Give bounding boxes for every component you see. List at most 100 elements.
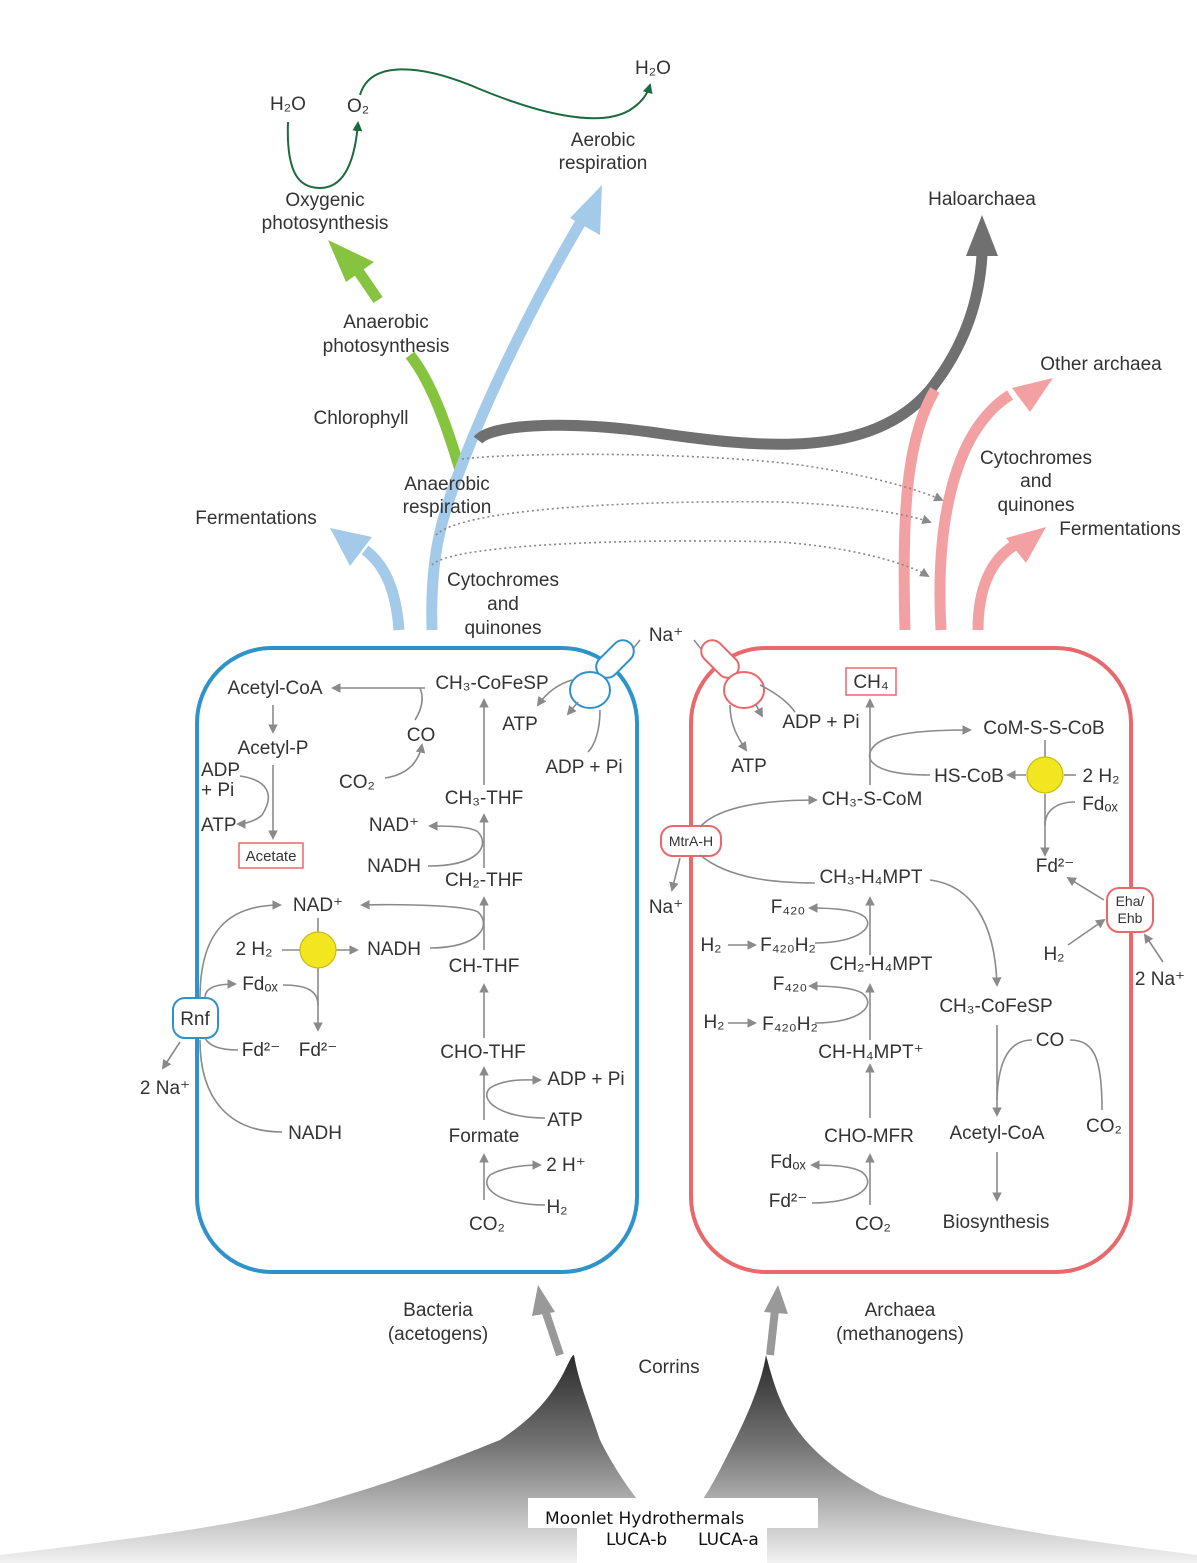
aerobic-label-1: Aerobic bbox=[571, 130, 635, 151]
haloarchaea-label: Haloarchaea bbox=[928, 189, 1036, 210]
com-s-s-cob-label: CoM-S-S-CoB bbox=[983, 718, 1104, 739]
atp-bottom-label: ATP bbox=[547, 1110, 583, 1131]
oxygenic-label-1: Oxygenic bbox=[285, 190, 364, 211]
bacteria-hydrogenase-icon bbox=[299, 931, 337, 969]
f420h2-2-label: F₄₂₀H₂ bbox=[762, 1014, 818, 1035]
moonlet-label-bg bbox=[528, 1498, 818, 1528]
archaea-two-h2-label: 2 H₂ bbox=[1083, 766, 1120, 787]
archaea-tree-trunk bbox=[700, 1355, 1197, 1563]
aerobic-arrowhead bbox=[570, 185, 602, 235]
oxygen-cycle: H₂O O₂ H₂O Oxygenic photosynthesis Aerob… bbox=[262, 58, 671, 234]
h2o-right-label: H₂O bbox=[635, 58, 671, 79]
archaea-adp-pi-label: ADP + Pi bbox=[782, 712, 859, 733]
oxygenic-label-2: photosynthesis bbox=[262, 213, 389, 234]
archaea-fd-ox-top-label: Fdₒₓ bbox=[1082, 794, 1118, 815]
ch3-thf-label: CH₃-THF bbox=[445, 788, 523, 809]
cho-mfr-label: CHO-MFR bbox=[824, 1126, 914, 1147]
adp-label: ADP bbox=[201, 760, 240, 781]
archaea-h2-right-label: H₂ bbox=[1043, 944, 1064, 965]
adp-pi-bottom-label: ADP + Pi bbox=[547, 1069, 624, 1090]
cytochromes-left-2: and bbox=[487, 594, 519, 615]
archaea-two-na-label: 2 Na⁺ bbox=[1135, 969, 1185, 990]
corrins-label: Corrins bbox=[638, 1357, 699, 1378]
fermentations-left-arrowhead bbox=[330, 528, 372, 566]
archaea-atp-synthase bbox=[693, 639, 796, 752]
dotted-arrow-1 bbox=[461, 453, 944, 502]
archaea-co2-right-label: CO₂ bbox=[1086, 1116, 1122, 1137]
archaea-fd2-top-label: Fd²⁻ bbox=[1036, 856, 1075, 877]
f420-2-label: F₄₂₀ bbox=[773, 974, 808, 995]
bacteria-lineage-arrow bbox=[541, 1308, 564, 1357]
chlorophyll-arrow-shaft bbox=[405, 351, 466, 472]
ch3-h4mpt-label: CH₃-H₄MPT bbox=[819, 867, 922, 888]
ehb-label: Ehb bbox=[1118, 910, 1143, 926]
ch2-h4mpt-label: CH₂-H₄MPT bbox=[830, 954, 933, 975]
archaea-co2-bottom-label: CO₂ bbox=[855, 1214, 891, 1235]
cytochromes-left-1: Cytochromes bbox=[447, 570, 559, 591]
other-archaea-arrowhead bbox=[1012, 378, 1053, 412]
acetyl-p-label: Acetyl-P bbox=[238, 738, 309, 759]
two-na-label: 2 Na⁺ bbox=[140, 1078, 190, 1099]
eha-label: Eha/ bbox=[1116, 893, 1145, 909]
acetate-box bbox=[238, 842, 304, 869]
fermentations-right-label: Fermentations bbox=[1059, 519, 1180, 540]
bacteria-lineage-arrows bbox=[328, 185, 602, 631]
cho-thf-label: CHO-THF bbox=[440, 1042, 525, 1063]
nad-plus-1-label: NAD⁺ bbox=[369, 815, 419, 836]
two-h-plus-label: 2 H⁺ bbox=[546, 1155, 586, 1176]
anaerobic-resp-label-1: Anaerobic bbox=[404, 474, 490, 495]
other-archaea-label: Other archaea bbox=[1040, 354, 1162, 375]
dotted-transfer-arrows bbox=[431, 453, 944, 578]
two-h2-label: 2 H₂ bbox=[236, 939, 273, 960]
co2-top-label: CO₂ bbox=[339, 772, 375, 793]
h2-2-label: H₂ bbox=[703, 1012, 724, 1033]
fd-ox-label: Fdₒₓ bbox=[242, 974, 278, 995]
bacteria-atp-synthase bbox=[536, 639, 641, 753]
na-plus-top-label: Na⁺ bbox=[649, 625, 683, 646]
luca-a-label: LUCA-a bbox=[698, 1530, 759, 1550]
bacteria-group-label-1: Bacteria bbox=[403, 1300, 473, 1321]
ch3-s-com-label: CH₃-S-CoM bbox=[822, 789, 923, 810]
anaerobic-photo-label-1: Anaerobic bbox=[343, 312, 429, 333]
co2-bottom-label: CO₂ bbox=[469, 1214, 505, 1235]
moonlet-hydrothermals-label: Moonlet Hydrothermals bbox=[545, 1509, 744, 1529]
mtra-h-complex bbox=[660, 825, 722, 857]
ch2-thf-label: CH₂-THF bbox=[445, 870, 523, 891]
bacteria-lineage-arrowhead bbox=[532, 1285, 555, 1316]
archaea-fd2-bottom-label: Fd²⁻ bbox=[769, 1191, 808, 1212]
archaea-co-label: CO bbox=[1036, 1030, 1065, 1051]
archaea-membrane bbox=[689, 646, 1133, 1274]
fermentations-left-shaft bbox=[361, 545, 405, 631]
cytochromes-left-3: quinones bbox=[464, 618, 541, 639]
nadh-3-label: NADH bbox=[288, 1123, 342, 1144]
haloarchaea-arrow-shaft bbox=[473, 254, 988, 450]
eha-ehb-complex bbox=[1106, 887, 1154, 933]
adp-pi-top-label: ADP + Pi bbox=[545, 757, 622, 778]
archaea-na-plus-label: Na⁺ bbox=[649, 897, 683, 918]
nadh-2-label: NADH bbox=[367, 939, 421, 960]
bacteria-tree-trunk bbox=[0, 1355, 640, 1563]
nad-plus-2-label: NAD⁺ bbox=[293, 895, 343, 916]
plus-pi-label: + Pi bbox=[201, 780, 234, 801]
f420h2-1-label: F₄₂₀H₂ bbox=[760, 935, 816, 956]
archaea-lineage-arrowhead bbox=[764, 1285, 788, 1314]
fd2-a-label: Fd²⁻ bbox=[242, 1040, 281, 1061]
cytochromes-right-2: and bbox=[1020, 471, 1052, 492]
oxygenic-curve bbox=[286, 121, 363, 190]
o2-label: O₂ bbox=[347, 96, 369, 117]
archaea-lineage-arrow bbox=[766, 1309, 779, 1356]
pink-arrow-left bbox=[898, 387, 940, 631]
anaerobic-resp-label-2: respiration bbox=[403, 497, 492, 518]
h2o-left-label: H₂O bbox=[270, 94, 306, 115]
cytochromes-right-3: quinones bbox=[997, 495, 1074, 516]
ch-thf-label: CH-THF bbox=[449, 956, 520, 977]
archaea-lineage-arrows bbox=[473, 215, 1053, 631]
ch4-box bbox=[845, 667, 897, 696]
h2-label: H₂ bbox=[546, 1197, 567, 1218]
bacteria-cell: Rnf Acetyl-CoA CH₃-CoFeSP ATP AD bbox=[140, 639, 641, 1274]
h2-1-label: H₂ bbox=[700, 935, 721, 956]
ch3-cofesp-label: CH₃-CoFeSP bbox=[435, 673, 548, 694]
atp-left-label: ATP bbox=[201, 815, 237, 836]
archaea-atp-label: ATP bbox=[731, 756, 767, 777]
